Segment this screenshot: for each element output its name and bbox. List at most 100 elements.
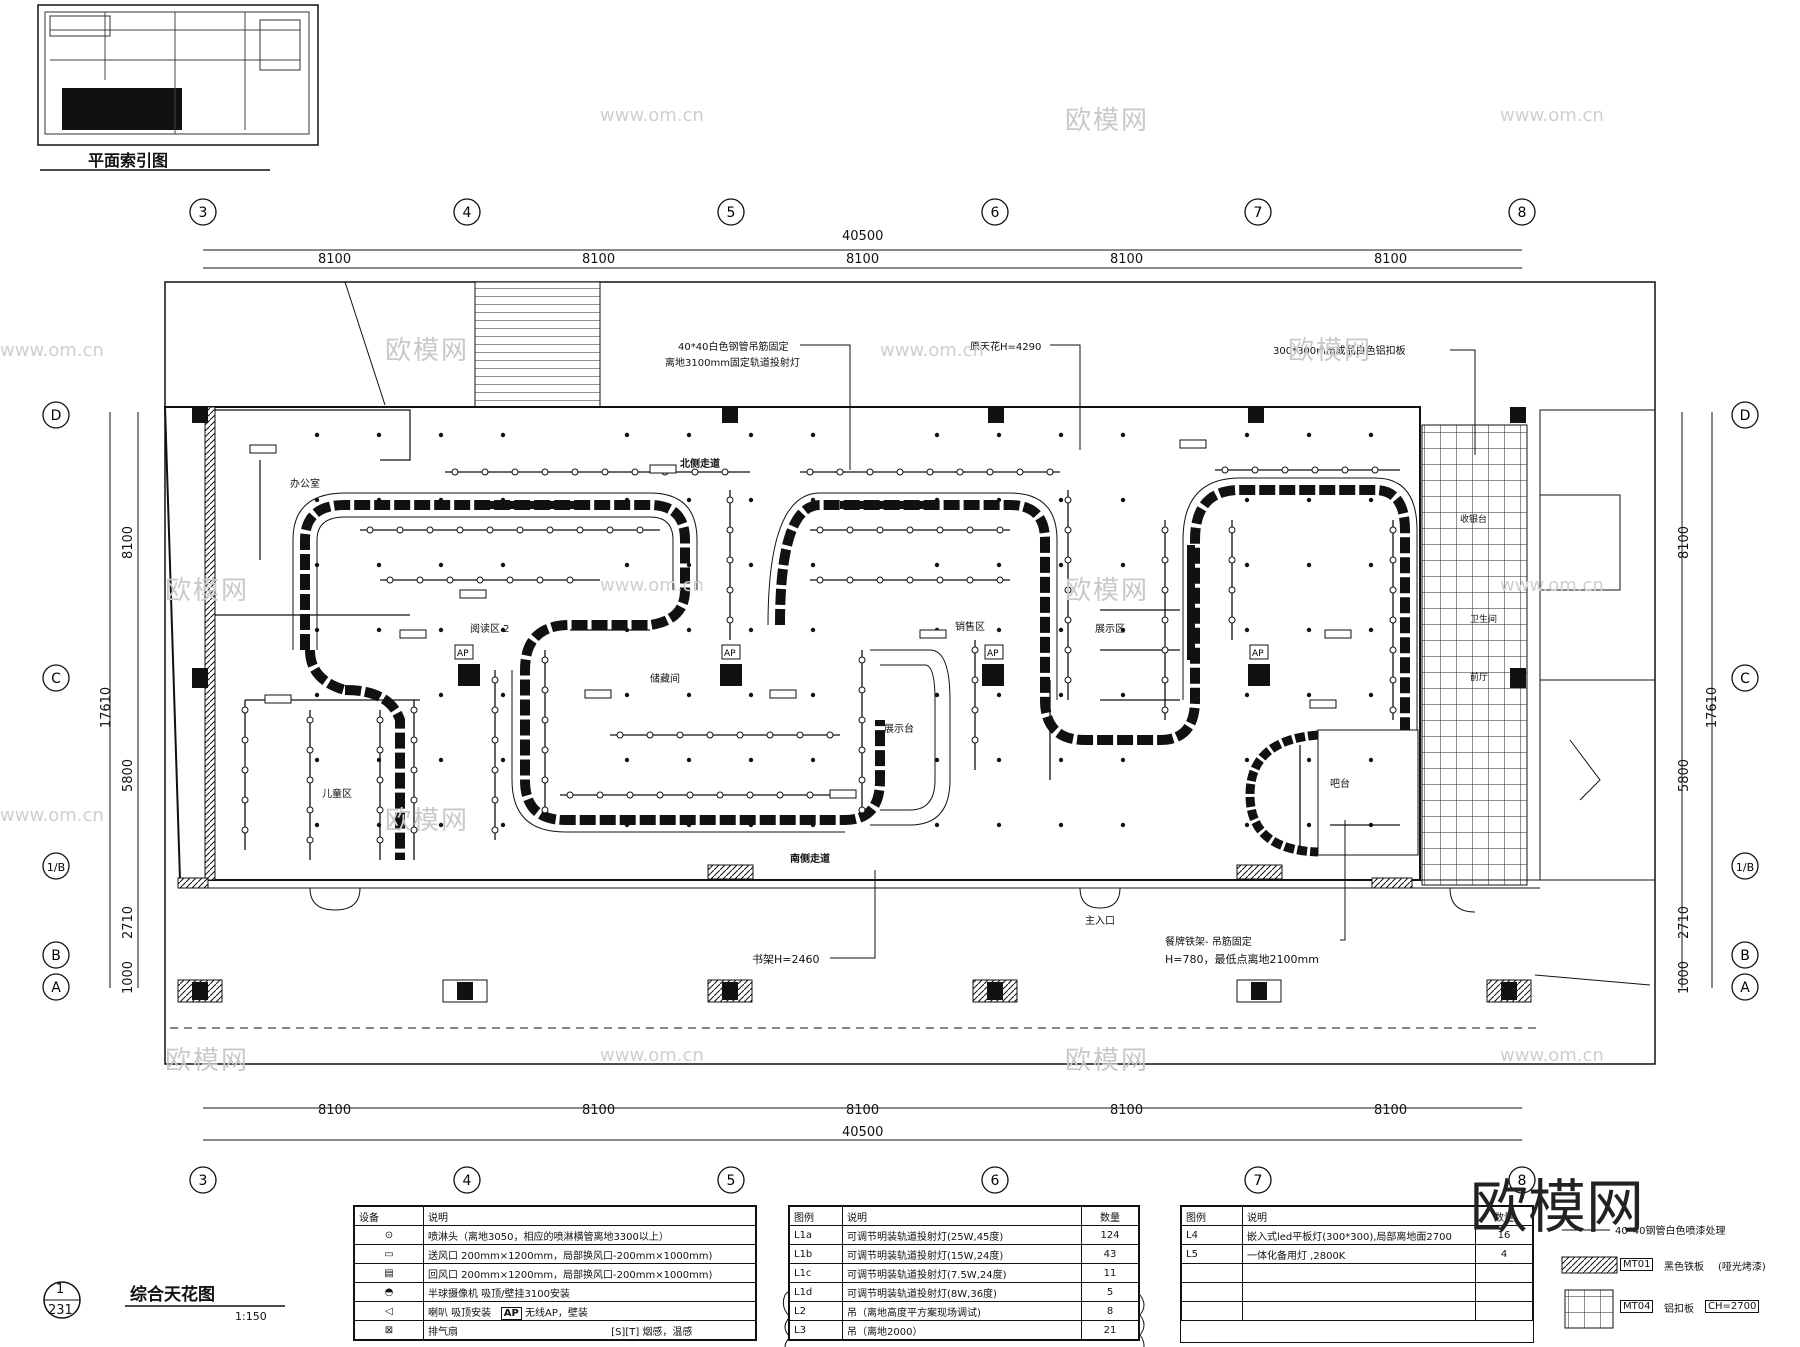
dimension-lines	[109, 249, 1713, 1141]
track-light-fixture	[966, 576, 974, 584]
track-light-fixture	[1228, 556, 1236, 564]
track-light-fixture	[906, 576, 914, 584]
track-light-fixture	[1161, 586, 1169, 594]
north-aisle-label: 北侧走道	[680, 459, 720, 470]
grid-bubble-top-label: 5	[727, 205, 736, 221]
track-light-fixture	[816, 526, 824, 534]
legend2-col-desc: 说明	[842, 1206, 1082, 1226]
track-light-fixture	[816, 576, 824, 584]
sprinkler-head	[996, 822, 1002, 828]
light-desc: 吊（离地2000）	[842, 1320, 1082, 1340]
air-diffuser	[919, 629, 947, 639]
sprinkler-head	[1306, 627, 1312, 633]
index-plan	[37, 4, 319, 171]
sprinkler-head	[1306, 692, 1312, 698]
room-sales: 销售区	[955, 622, 985, 633]
speaker-desc: 喇叭 吸顶安装	[428, 1307, 492, 1319]
sprinkler-head	[1368, 822, 1374, 828]
grid-bubble-left-label: 1/B	[47, 861, 65, 874]
supply-diffuser-icon: ▭	[354, 1244, 424, 1264]
air-diffuser	[1324, 629, 1352, 639]
bottom-columns	[177, 979, 1532, 1003]
track-light-fixture	[541, 776, 549, 784]
columns	[192, 407, 1526, 688]
cashier-label: 收银台	[1460, 515, 1488, 525]
air-diffuser	[769, 689, 797, 699]
sprinklers	[314, 432, 1374, 828]
room-kids: 儿童区	[322, 789, 352, 800]
light-code: L3	[789, 1320, 843, 1340]
smoke-desc: 烟感，温感	[642, 1326, 693, 1338]
sprinkler-head	[810, 757, 816, 763]
track-light-fixture	[1251, 466, 1259, 474]
legend1-row: 回风口 200mm×1200mm，局部换风口-200mm×1000mm)	[423, 1263, 756, 1283]
sprinkler-head	[438, 497, 444, 503]
track-light-fixture	[776, 791, 784, 799]
south-aisle-label: 南侧走道	[790, 854, 830, 865]
track-light-fixture	[996, 526, 1004, 534]
sprinkler-head	[686, 822, 692, 828]
watermark-url: www.om.cn	[600, 575, 704, 596]
track-light-fixture	[858, 656, 866, 664]
light-code: L1b	[789, 1244, 843, 1264]
grid-bubble-bottom	[189, 1166, 217, 1194]
light-code: L1c	[789, 1263, 843, 1283]
grid-bubble-bottom-label: 6	[991, 1173, 1000, 1189]
grid-bubble-left	[42, 401, 70, 429]
grid-bubble-bottom-label: 7	[1254, 1173, 1263, 1189]
note-steel-pipe: 40*40白色钢管吊筋固定	[678, 342, 789, 353]
grid-bubble-bottom	[453, 1166, 481, 1194]
watermark-url: www.om.cn	[600, 105, 704, 126]
grid-bubble-top	[717, 198, 745, 226]
track-light-fixture	[736, 731, 744, 739]
sprinkler-head	[934, 497, 940, 503]
watermark-url: www.om.cn	[1500, 575, 1604, 596]
light-code: L5	[1181, 1244, 1243, 1264]
track-fixtures	[241, 466, 1397, 844]
watermark: 欧模网	[1065, 1046, 1150, 1076]
light-desc: 可调节明装轨道投射灯(8W,36度)	[842, 1282, 1082, 1302]
sprinkler-head	[934, 692, 940, 698]
track-light-fixture	[971, 646, 979, 654]
track-light-fixture	[306, 716, 314, 724]
sprinkler-head	[624, 692, 630, 698]
room-display: 展示区	[1095, 624, 1125, 635]
air-diffuser	[249, 444, 277, 454]
grid-bubble-right-label: B	[1740, 948, 1750, 964]
sprinkler-head	[1244, 627, 1250, 633]
note-track-light: 离地3100mm固定轨道投射灯	[665, 358, 800, 369]
sprinkler-head	[1244, 757, 1250, 763]
side-dim-2710-right: 2710	[1677, 905, 1693, 940]
entrance-label: 主入口	[1085, 916, 1115, 927]
sprinkler-head	[438, 562, 444, 568]
drawing-number: 1	[56, 1282, 65, 1297]
air-diffuser	[584, 689, 612, 699]
sprinkler-head	[500, 757, 506, 763]
track-light-fixture	[726, 526, 734, 534]
sheet-number: 231	[48, 1303, 73, 1318]
track-light-fixture	[726, 586, 734, 594]
sprinkler-head	[438, 822, 444, 828]
track-light-fixture	[936, 576, 944, 584]
track-light-fixture	[858, 746, 866, 754]
sprinkler-head	[376, 757, 382, 763]
ap-icon: AP	[500, 1306, 522, 1320]
track-light-fixture	[1389, 556, 1397, 564]
track-light-fixture	[541, 656, 549, 664]
light-code: L4	[1181, 1225, 1243, 1245]
sprinkler-head	[686, 757, 692, 763]
sprinkler-head	[438, 757, 444, 763]
grid-bubble-bottom	[1244, 1166, 1272, 1194]
grid-bubble-right	[1731, 401, 1759, 429]
track-light-fixture	[491, 826, 499, 834]
track-light-fixture	[541, 686, 549, 694]
grid-bubble-right-label: D	[1740, 408, 1751, 424]
sprinkler-head	[748, 757, 754, 763]
grid-bubble-top	[1244, 198, 1272, 226]
light-desc: 可调节明装轨道投射灯(7.5W,24度)	[842, 1263, 1082, 1283]
track-light-fixture	[1389, 676, 1397, 684]
bottom-bay-4: 8100	[1110, 1103, 1144, 1118]
top-bay-3: 8100	[846, 252, 880, 267]
